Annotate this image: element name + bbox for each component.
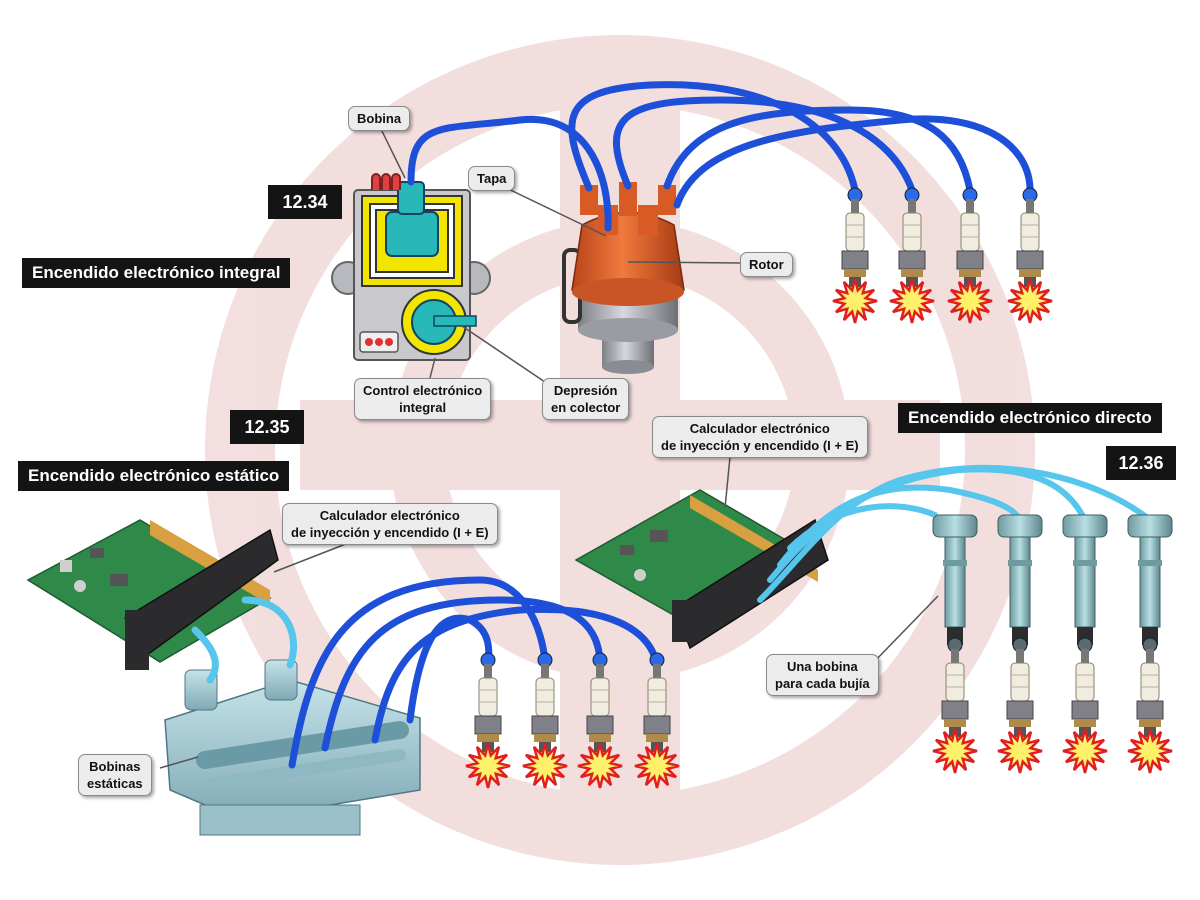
figure-number-12-36: 12.36 [1106,446,1176,480]
callout-depresion: Depresión en colector [542,378,630,420]
integral-coil-module [331,173,491,361]
callout-rotor: Rotor [740,252,793,277]
callout-calculador-direct: Calculador electrónico de inyección y en… [652,416,868,458]
spark-plug [932,637,978,774]
pencil-coil [932,514,978,645]
spark-burst [1007,278,1053,324]
spark-burst [932,728,978,774]
callout-una-bobina-line2: para cada bujía [775,676,870,691]
callout-control-integral: Control electrónico integral [354,378,492,420]
spark-plug [634,652,680,789]
ecu-board-static [26,519,279,670]
callout-bobina: Bobina [348,106,411,131]
spark-plug [1007,187,1053,324]
callout-bobinas-estaticas: Bobinas estáticas [78,754,152,796]
callout-rotor-text: Rotor [749,257,784,272]
callout-tapa: Tapa [468,166,516,191]
figure-title-direct: Encendido electrónico directo [898,403,1162,433]
callout-tapa-text: Tapa [477,171,507,186]
spark-burst [1062,728,1108,774]
figure-number-12-34: 12.34 [268,185,342,219]
spark-burst [465,743,511,789]
figure-title-integral: Encendido electrónico integral [22,258,291,288]
callout-control-line2: integral [399,400,447,415]
static-wires [191,576,661,769]
spark-plug [577,652,623,789]
spark-plugs-12-35 [465,652,680,789]
spark-plug [1062,637,1108,774]
callout-una-bobina-line1: Una bobina [786,659,858,674]
spark-plug [522,652,568,789]
distributor-wires [407,81,1034,232]
callout-depresion-line1: Depresión [553,383,618,398]
spark-burst [634,743,680,789]
figure-number-12-35: 12.35 [230,410,304,444]
spark-burst [1127,728,1173,774]
callout-depresion-line2: en colector [551,400,621,415]
figure-title-static: Encendido electrónico estático [18,461,290,491]
spark-plug [997,637,1043,774]
distributor [562,182,685,374]
callout-calculador-static: Calculador electrónico de inyección y en… [282,503,498,545]
callout-bobinas-line1: Bobinas [89,759,141,774]
spark-plug [947,187,993,324]
spark-plugs-12-34 [832,187,1053,324]
static-coil-block [164,659,421,836]
spark-burst [577,743,623,789]
spark-plugs-12-36 [932,637,1173,774]
callout-calc-static-line2: de inyección y encendido (I + E) [291,525,489,540]
spark-burst [522,743,568,789]
callout-control-line1: Control electrónico [363,383,483,398]
spark-burst [889,278,935,324]
spark-plug [1127,637,1173,774]
callout-calc-direct-line1: Calculador electrónico [689,421,830,436]
callout-pointers [159,126,939,769]
spark-plug [832,187,878,324]
spark-burst [832,278,878,324]
callout-calc-static-line1: Calculador electrónico [319,508,460,523]
callout-bobinas-line2: estáticas [87,776,143,791]
callout-calc-direct-line2: de inyección y encendido (I + E) [661,438,859,453]
spark-plug [465,652,511,789]
direct-wires [757,464,1153,603]
pencil-coil [1062,514,1108,645]
pencil-coil [1127,514,1173,645]
callout-bobina-text: Bobina [357,111,402,126]
callout-una-bobina: Una bobina para cada bujía [766,654,879,696]
spark-burst [997,728,1043,774]
spark-burst [947,278,993,324]
spark-plug [889,187,935,324]
